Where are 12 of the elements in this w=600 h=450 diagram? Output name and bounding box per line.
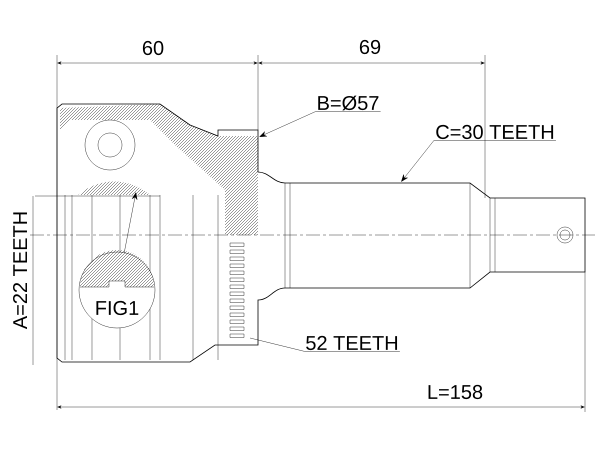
callout-text: 52 TEETH	[306, 336, 398, 350]
leader-line	[250, 338, 400, 352]
callout-text: B=Ø57	[318, 96, 378, 110]
detail-circle	[78, 252, 156, 328]
dimension-label: 60	[142, 40, 164, 56]
callout-text: C=30 TEETH	[436, 124, 554, 140]
leader-line	[401, 140, 556, 182]
leader-line	[259, 111, 381, 137]
dimension-label: L=158	[428, 384, 482, 400]
teeth-label: A=22 TEETH	[13, 212, 27, 330]
leader-line	[124, 192, 138, 253]
dimension-label: 69	[360, 40, 380, 54]
